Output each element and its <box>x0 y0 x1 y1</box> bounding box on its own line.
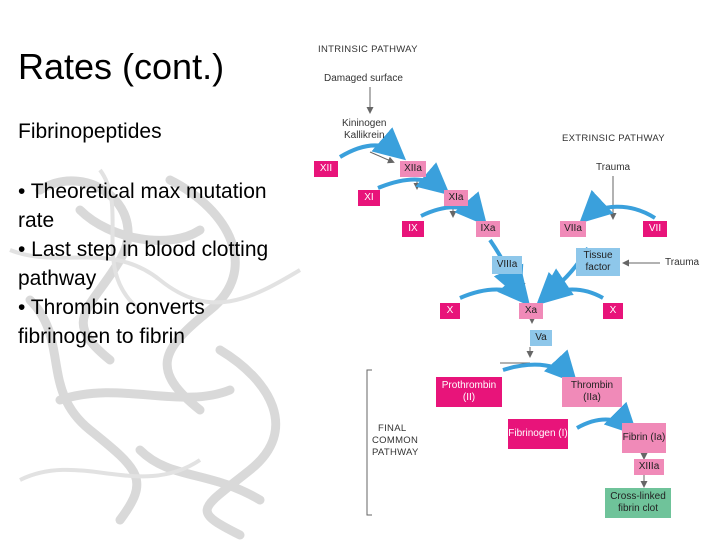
fibrin-box: Fibrin (Ia) <box>622 423 666 453</box>
prothrombin-box: Prothrombin (II) <box>436 377 502 407</box>
trauma-label-right: Trauma <box>665 257 700 268</box>
kininogen-label: Kininogen <box>342 118 387 129</box>
bullet-item: • Theoretical max mutation rate <box>18 180 267 232</box>
final-common-label: COMMON <box>372 435 419 446</box>
protein-structure-watermark <box>9 168 302 540</box>
factor-viia-box: VIIa <box>560 221 586 237</box>
factor-vii-box: VII <box>643 221 667 237</box>
kallikrein-label: Kallikrein <box>344 130 385 141</box>
factor-va-box: Va <box>530 330 552 346</box>
factor-viiia-box: VIIIa <box>492 256 522 274</box>
bullet-list: • Theoretical max mutation rate • Last s… <box>18 177 278 351</box>
factor-xiiia-box: XIIIa <box>634 459 664 475</box>
tissue-factor-box: Tissue factor <box>576 248 620 276</box>
factor-xia-box: XIa <box>444 190 468 206</box>
extrinsic-pathway-header: EXTRINSIC PATHWAY <box>562 133 665 144</box>
final-common-label: PATHWAY <box>372 447 419 458</box>
damaged-surface-label: Damaged surface <box>324 73 403 84</box>
cross-linked-fibrin-clot-box: Cross-linked fibrin clot <box>605 488 671 518</box>
factor-xiia-box: XIIa <box>400 161 426 177</box>
coagulation-cascade-diagram: INTRINSIC PATHWAY Damaged surface Kinino… <box>290 30 720 520</box>
factor-x-right-box: X <box>603 303 623 319</box>
factor-xa-box: Xa <box>519 303 543 319</box>
thrombin-box: Thrombin (IIa) <box>562 377 622 407</box>
trauma-label-top: Trauma <box>596 162 631 173</box>
factor-ix-box: IX <box>402 221 424 237</box>
factor-ixa-box: IXa <box>476 221 500 237</box>
factor-xi-box: XI <box>358 190 380 206</box>
slide-title: Rates (cont.) <box>18 46 225 87</box>
final-common-label: FINAL <box>378 423 407 434</box>
factor-x-left-box: X <box>440 303 460 319</box>
slide-subtitle: Fibrinopeptides <box>18 120 162 143</box>
factor-xii-box: XII <box>314 161 338 177</box>
fibrinogen-box: Fibrinogen (I) <box>508 419 568 449</box>
bullet-item: • Thrombin converts fibrinogen to fibrin <box>18 296 205 348</box>
bullet-item: • Last step in blood clotting pathway <box>18 238 269 290</box>
intrinsic-pathway-header: INTRINSIC PATHWAY <box>318 44 418 55</box>
